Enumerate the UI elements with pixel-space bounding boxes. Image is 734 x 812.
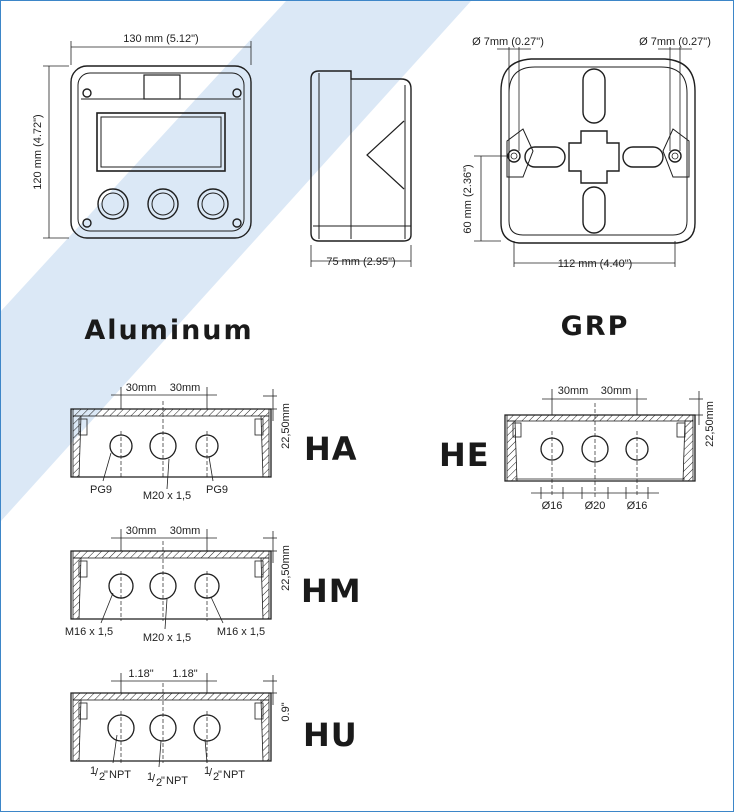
hm-section-drawing <box>70 541 272 621</box>
ha-spacing-a: 30mm <box>126 382 157 394</box>
grp-width-label: 112 mm (4.40") <box>558 258 633 270</box>
aluminum-side-view <box>310 70 412 242</box>
hu-frac-num-right: 1 <box>204 765 210 777</box>
he-hole-right: Ø16 <box>627 500 648 512</box>
grp-hole-left-label: Ø 7mm (0.27") <box>472 36 544 48</box>
grp-title: GRP <box>561 311 630 342</box>
hu-hole-left-group: 1 / 2 " NPT <box>90 765 131 783</box>
hu-frac-tick-mid: " <box>161 775 165 787</box>
hu-hole-right-group: 1 / 2 " NPT <box>204 765 245 783</box>
he-hole-mid: Ø20 <box>585 500 606 512</box>
hu-frac-den-mid: 2 <box>156 777 162 789</box>
ha-spacing-b: 30mm <box>170 382 201 394</box>
hm-label: HM <box>301 572 362 610</box>
grp-back-view <box>500 58 696 244</box>
hu-frac-num-left: 1 <box>90 765 96 777</box>
hu-spacing-a: 1.18" <box>128 668 153 680</box>
hu-hole-mid-group: 1 / 2 " NPT <box>147 771 188 789</box>
hm-hole-right: M16 x 1,5 <box>217 626 265 638</box>
ha-label: HA <box>304 430 358 468</box>
hu-frac-tick-right: " <box>218 769 222 781</box>
hu-hole-right: NPT <box>223 769 245 781</box>
aluminum-depth-label: 75 mm (2.95") <box>326 256 395 268</box>
hu-frac-den-right: 2 <box>213 771 219 783</box>
hu-spacing-b: 1.18" <box>172 668 197 680</box>
hm-hole-left: M16 x 1,5 <box>65 626 113 638</box>
aluminum-front-view <box>70 65 252 239</box>
ha-section-drawing <box>70 401 272 479</box>
hu-hole-left: NPT <box>109 769 131 781</box>
he-spacing-b: 30mm <box>601 385 632 397</box>
grp-hole-right-label: Ø 7mm (0.27") <box>639 36 711 48</box>
grp-height-label: 60 mm (2.36") <box>462 164 474 233</box>
hu-hole-mid: NPT <box>166 775 188 787</box>
he-hole-left: Ø16 <box>542 500 563 512</box>
ha-hole-left: PG9 <box>90 484 112 496</box>
aluminum-dimension-lines <box>43 41 252 239</box>
hm-spacing-b: 30mm <box>170 525 201 537</box>
hm-depth-label: 22,50mm <box>280 545 292 591</box>
ha-depth-label: 22,50mm <box>280 403 292 449</box>
aluminum-title: Aluminum <box>84 315 253 346</box>
hu-frac-den-left: 2 <box>99 771 105 783</box>
he-spacing-a: 30mm <box>558 385 589 397</box>
hu-frac-num-mid: 1 <box>147 771 153 783</box>
background-band <box>1 1 471 521</box>
hu-frac-slash-left: / <box>95 767 99 779</box>
hm-spacing-a: 30mm <box>126 525 157 537</box>
ha-hole-mid: M20 x 1,5 <box>143 490 191 502</box>
ha-hole-right: PG9 <box>206 484 228 496</box>
hu-label: HU <box>303 716 358 754</box>
hu-section-drawing <box>70 683 272 763</box>
hm-hole-mid: M20 x 1,5 <box>143 632 191 644</box>
hu-frac-tick-left: " <box>104 769 108 781</box>
hu-depth-label: 0.9" <box>280 702 292 721</box>
he-label: HE <box>439 436 490 474</box>
aluminum-height-label: 120 mm (4.72") <box>32 114 44 189</box>
he-section-drawing <box>504 403 696 497</box>
hu-frac-slash-right: / <box>209 767 213 779</box>
he-depth-label: 22,50mm <box>704 401 716 447</box>
aluminum-width-label: 130 mm (5.12") <box>123 33 198 45</box>
hu-frac-slash-mid: / <box>152 773 156 785</box>
